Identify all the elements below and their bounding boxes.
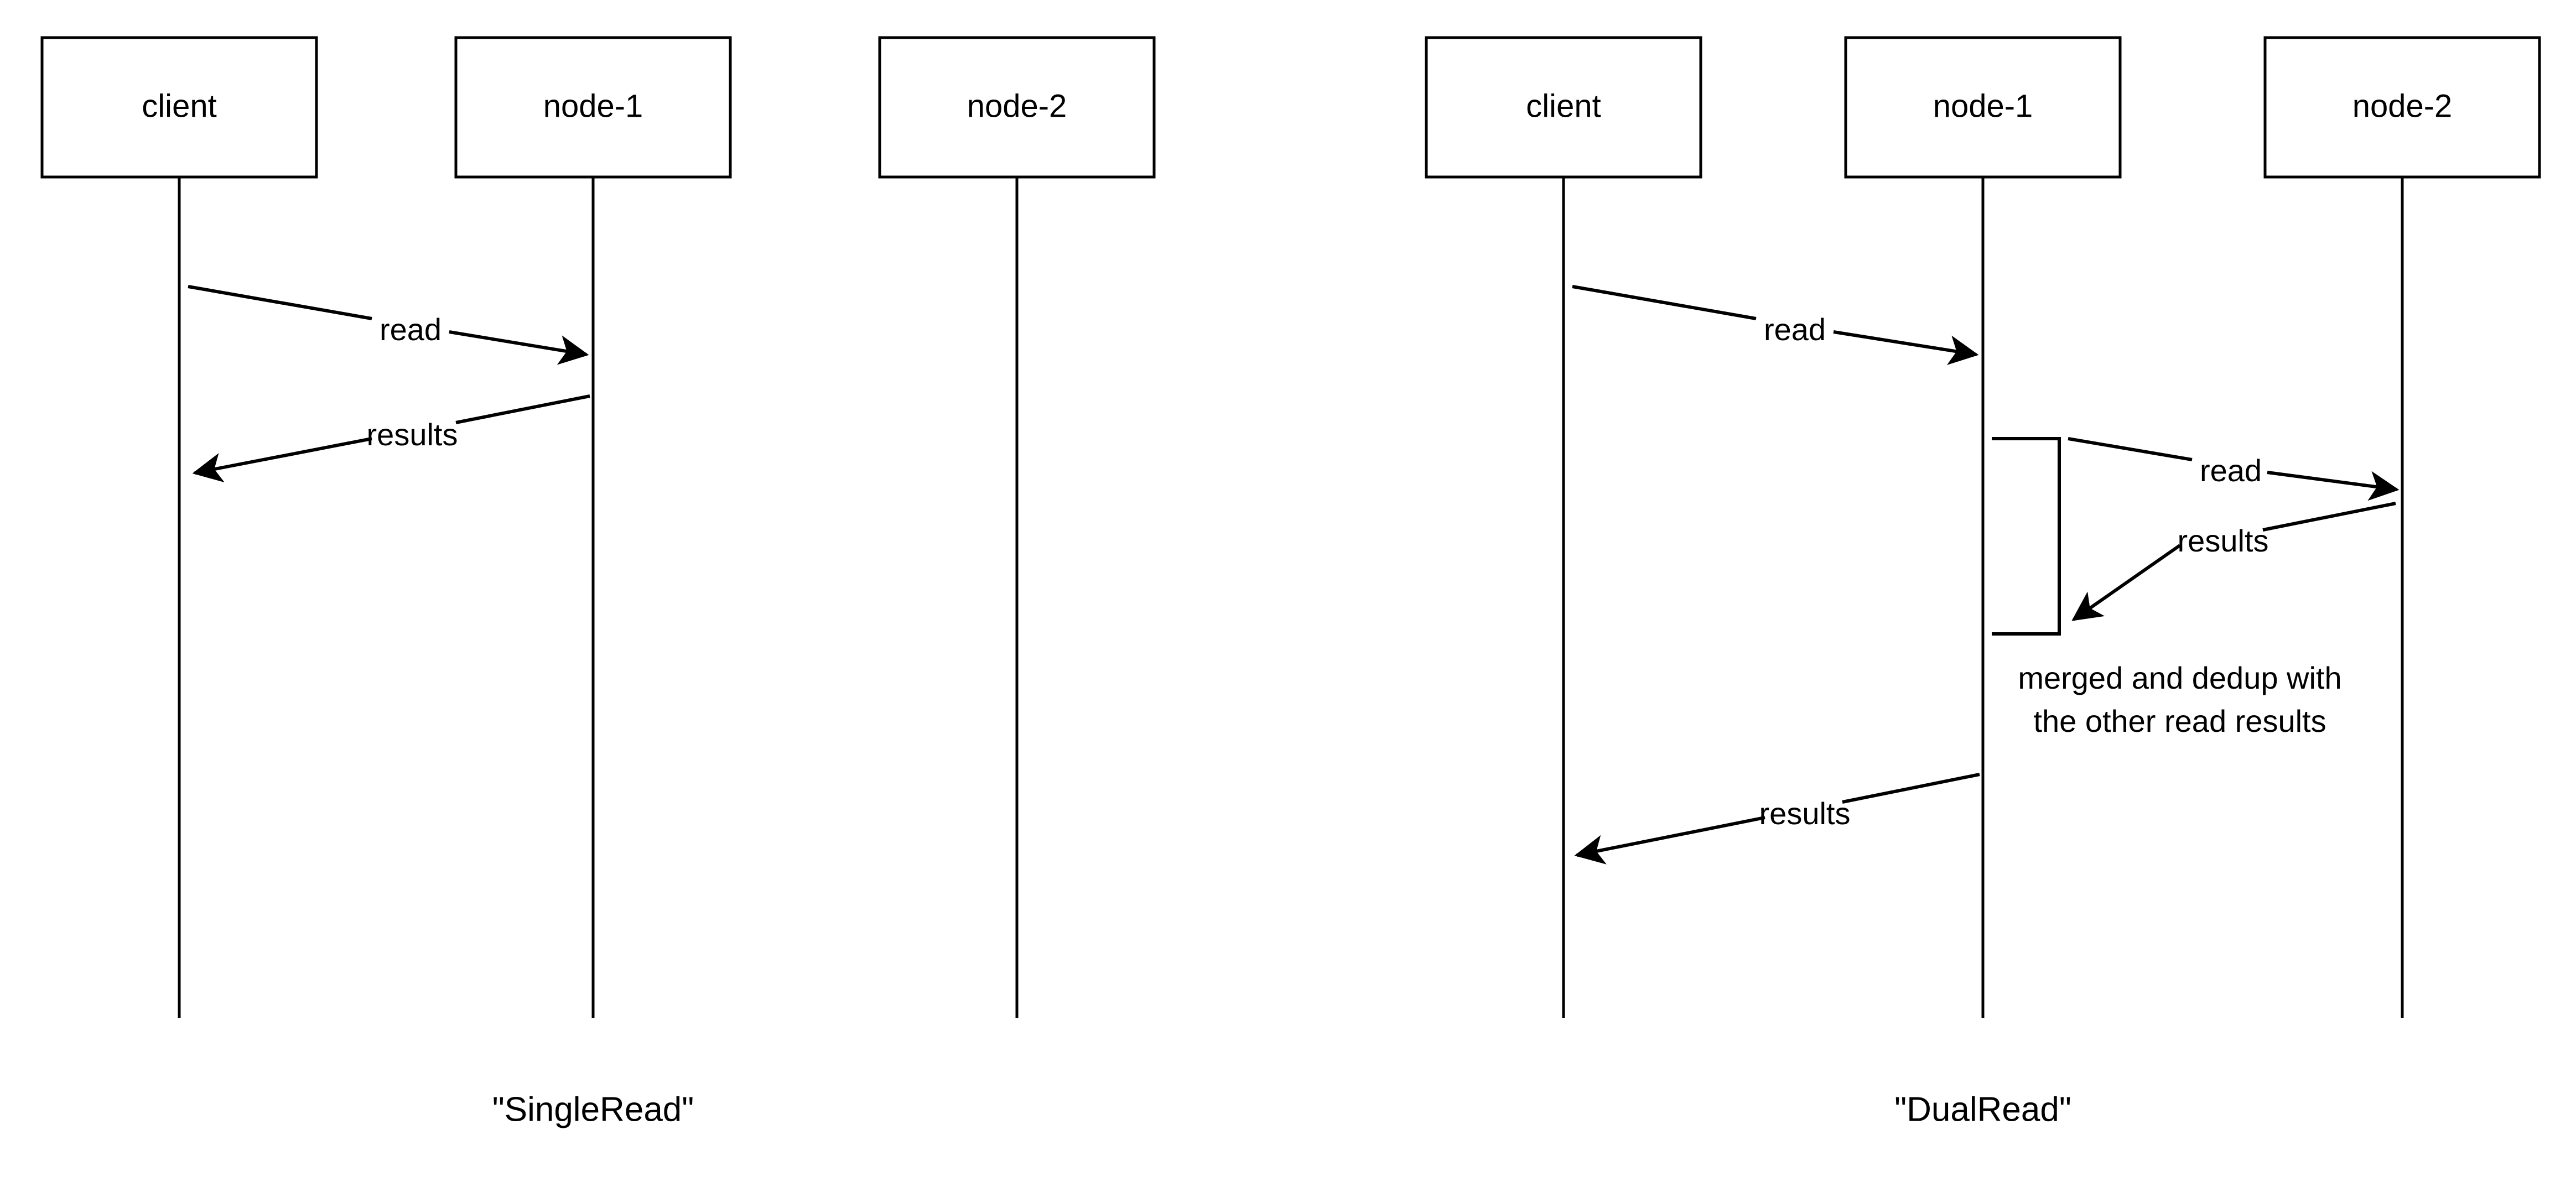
message-results-node1-client-dual[interactable]: results [1574, 773, 1980, 865]
message-results-node2-node1-dual[interactable]: results [2071, 502, 2396, 621]
caption-dual-read: "DualRead" [1894, 1090, 2071, 1128]
activation-bar-node1-dual [1992, 437, 2061, 636]
message-label-results-node1-client-dual: results [1759, 796, 1851, 831]
participant-label-client-single: client [142, 88, 216, 124]
message-label-results-single: results [367, 417, 458, 452]
participant-label-node1-dual: node-1 [1933, 88, 2033, 124]
caption-single-read: "SingleRead" [492, 1090, 694, 1128]
message-read-client-node1-single[interactable]: read [188, 285, 589, 365]
participant-label-node1-single: node-1 [543, 88, 643, 124]
message-label-read-single: read [380, 312, 442, 347]
note-merge-line2: the other read results [2033, 704, 2326, 738]
participant-box-node2-dual[interactable] [2263, 36, 2541, 179]
participant-label-client-dual: client [1526, 88, 1601, 124]
message-read-client-node1-dual[interactable]: read [1572, 285, 1979, 365]
participant-label-node2-single: node-2 [967, 88, 1067, 124]
diagram-dual-read: client node-1 node-2 read [1425, 36, 2541, 1128]
message-label-results-node2-node1-dual: results [2178, 523, 2269, 558]
message-results-node1-client-single[interactable]: results [192, 394, 590, 483]
participant-box-node2-single[interactable] [878, 36, 1156, 179]
participant-box-client-single[interactable] [40, 36, 318, 179]
diagram-single-read: client node-1 node-2 read [40, 36, 1156, 1128]
participant-label-node2-dual: node-2 [2352, 88, 2453, 124]
message-label-read-node1-node2-dual: read [2200, 453, 2262, 488]
participant-box-node1-dual[interactable] [1844, 36, 2122, 179]
note-merge-line1: merged and dedup with [2018, 660, 2341, 695]
message-label-read-client-node1-dual: read [1764, 312, 1826, 347]
message-read-node1-node2-dual[interactable]: read [2068, 437, 2400, 501]
participant-box-node1-single[interactable] [454, 36, 732, 179]
